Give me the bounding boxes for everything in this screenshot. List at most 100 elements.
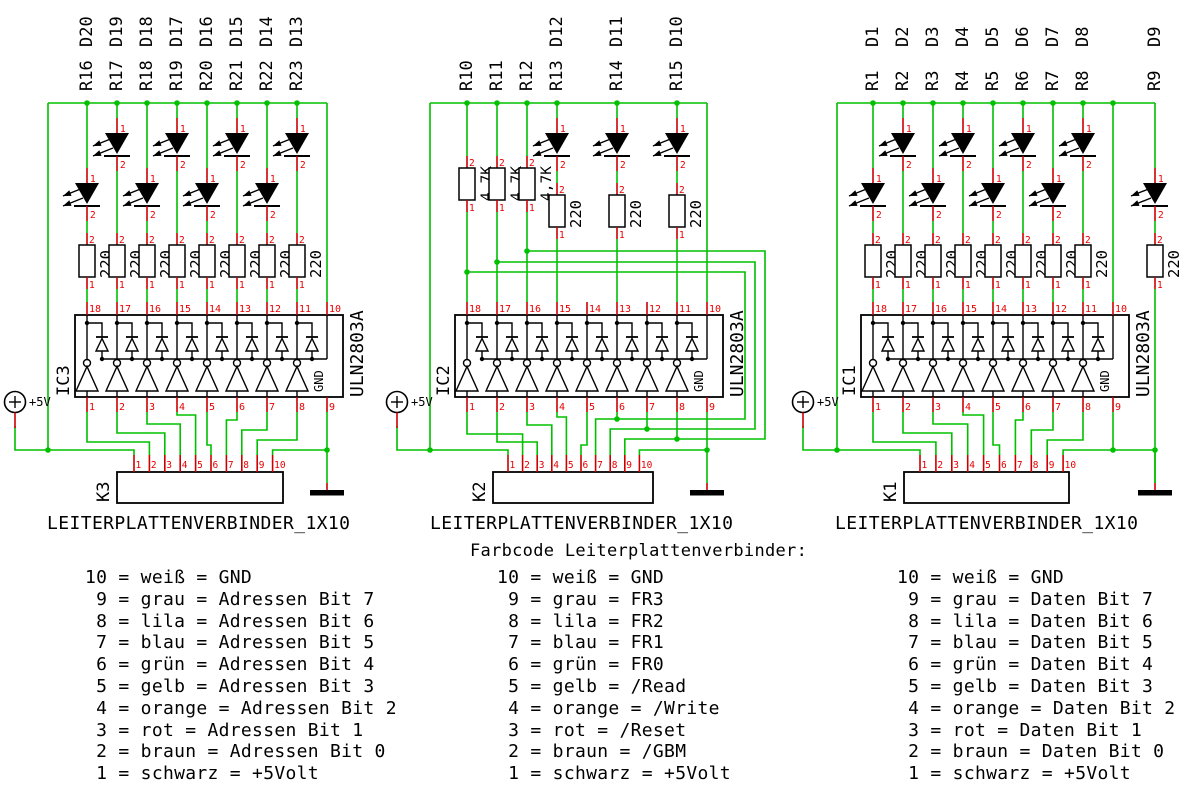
ref-label-resistor: R22 xyxy=(257,60,277,91)
ref-label-led: D8 xyxy=(1073,27,1093,47)
ref-label-led: D10 xyxy=(667,16,687,47)
led-pin-label: 2 xyxy=(1026,160,1032,171)
res-pin-label: 1 xyxy=(89,280,95,291)
connector-pin-number: 1 xyxy=(510,460,516,471)
res-pin-label: 2 xyxy=(269,235,275,246)
led-pin-label: 2 xyxy=(1056,210,1062,221)
ref-label-led: D11 xyxy=(607,16,627,47)
ic-pin-number: 14 xyxy=(995,304,1007,315)
led-pin-label: 1 xyxy=(240,124,246,135)
connector-pin-number: 1 xyxy=(922,460,928,471)
led-D13: 12 xyxy=(272,118,310,171)
res-pin-label: 1 xyxy=(905,280,911,291)
legend-line: 5 = gelb = Adressen Bit 3 xyxy=(85,675,375,697)
led-D11: 12 xyxy=(592,118,630,171)
legend-line: 9 = grau = FR3 xyxy=(497,588,665,610)
led-D4: 12 xyxy=(938,118,976,171)
res-pin-label: 2 xyxy=(239,235,245,246)
connector-pin-number: 10 xyxy=(641,460,653,471)
ref-label-resistor: R14 xyxy=(607,60,627,91)
led-pin-label: 1 xyxy=(680,124,686,135)
ic-pin-number: 10 xyxy=(1115,304,1127,315)
wires-left xyxy=(14,100,330,490)
led-pin-label: 2 xyxy=(906,160,912,171)
connector-pin-number: 3 xyxy=(539,460,545,471)
ic-pin-number: 10 xyxy=(329,304,341,315)
ic-pin-number: 18 xyxy=(875,304,887,315)
ref-label-resistor: R23 xyxy=(287,60,307,91)
legend-line: 6 = grün = FR0 xyxy=(497,654,665,676)
led-pin-label: 1 xyxy=(966,124,972,135)
ref-label-led: D4 xyxy=(953,27,973,47)
connector-name: K1 xyxy=(881,482,901,502)
led-pin-label: 1 xyxy=(996,174,1002,185)
res-pin-label: 1 xyxy=(209,280,215,291)
ic-pin-number: 16 xyxy=(149,304,161,315)
led-D20: 12 xyxy=(62,168,100,221)
res-pin-label: 2 xyxy=(619,185,625,196)
ic-part-name: ULN2803A xyxy=(347,310,368,397)
ic-part-name: ULN2803A xyxy=(727,310,748,397)
ic-pin-number: 16 xyxy=(529,304,541,315)
ref-label-resistor: R17 xyxy=(107,60,127,91)
res-pin-label: 1 xyxy=(559,230,565,241)
connector-part-name: LEITERPLATTENVERBINDER_1X10 xyxy=(835,513,1138,534)
led-D8: 12 xyxy=(1058,118,1096,171)
legend-line: 6 = grün = Adressen Bit 4 xyxy=(85,654,375,676)
ic-pin-number: 11 xyxy=(679,304,691,315)
res-pin-label: 2 xyxy=(875,235,881,246)
res-pin-label: 2 xyxy=(119,235,125,246)
res-pin-label: 1 xyxy=(965,280,971,291)
gnd-symbol xyxy=(1138,490,1172,496)
connector-pin-number: 10 xyxy=(274,460,286,471)
ref-label-led: D1 xyxy=(863,27,883,47)
ref-label-resistor: R13 xyxy=(547,60,567,91)
ic-pin-number: 10 xyxy=(709,304,721,315)
led-pin-label: 1 xyxy=(1056,174,1062,185)
connector-pin-number: 3 xyxy=(166,460,172,471)
ref-label-resistor: R3 xyxy=(923,71,943,91)
ref-label-resistor: R4 xyxy=(953,71,973,91)
ref-label-led: D16 xyxy=(197,16,217,47)
res-pin-label: 1 xyxy=(499,203,505,214)
ref-label-resistor: R18 xyxy=(137,60,157,91)
legend-line: 1 = schwarz = +5Volt xyxy=(85,763,319,785)
ic-pin-number: 17 xyxy=(119,304,131,315)
led-pin-label: 1 xyxy=(300,124,306,135)
led-pin-label: 2 xyxy=(996,210,1002,221)
legend-line: 10 = weiß = GND xyxy=(85,567,253,588)
legend-line: 6 = grün = Daten Bit 4 xyxy=(897,654,1154,676)
res-pin-label: 1 xyxy=(529,203,535,214)
led-D18: 12 xyxy=(122,168,160,221)
connector-pin-number: 9 xyxy=(259,460,265,471)
led-pin-label: 2 xyxy=(1086,160,1092,171)
res-pin-label: 1 xyxy=(179,280,185,291)
res-pin-label: 1 xyxy=(679,230,685,241)
legend-line: 8 = lila = Daten Bit 6 xyxy=(897,610,1154,632)
ic-name: IC2 xyxy=(434,365,454,396)
led-pin-label: 1 xyxy=(876,174,882,185)
led-pin-label: 1 xyxy=(1158,174,1164,185)
ic-pin-number: 17 xyxy=(905,304,917,315)
ref-label-resistor: R20 xyxy=(197,60,217,91)
ic-pin-number: 9 xyxy=(329,402,335,413)
res-pin-label: 1 xyxy=(469,203,475,214)
ref-label-resistor: R19 xyxy=(167,60,187,91)
ic-pin-number: 3 xyxy=(529,402,535,413)
connector-part-name: LEITERPLATTENVERBINDER_1X10 xyxy=(47,513,350,534)
connector-pin-number: 2 xyxy=(151,460,157,471)
ic-pin-number: 11 xyxy=(1085,304,1097,315)
res-pin-label: 2 xyxy=(89,235,95,246)
connector-pin-number: 8 xyxy=(243,460,249,471)
res-value: 220 xyxy=(627,200,645,228)
led-D1: 12 xyxy=(848,168,886,221)
led-pin-label: 2 xyxy=(150,210,156,221)
legend-line: 7 = blau = Adressen Bit 5 xyxy=(85,632,375,654)
ref-label-led: D15 xyxy=(227,16,247,47)
connector-pin-number: 4 xyxy=(182,460,188,471)
ic-pin-number: 3 xyxy=(935,402,941,413)
res-pin-label: 2 xyxy=(559,185,565,196)
